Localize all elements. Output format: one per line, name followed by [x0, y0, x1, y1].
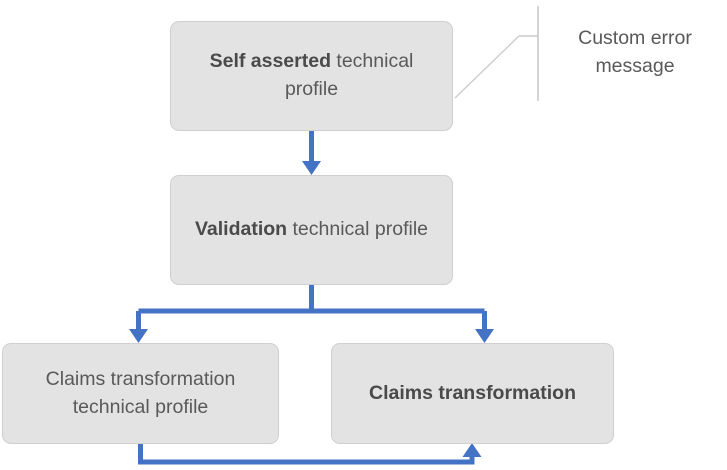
node-self-asserted-rest-text: technical profile — [284, 50, 414, 100]
node-self-asserted-technical-profile[interactable]: Self asserted technical profile — [170, 21, 453, 131]
node-self-asserted-label: Self asserted technical profile — [185, 48, 438, 103]
arrow-claims-loop — [138, 443, 482, 465]
node-validation-bold-text: Validation — [194, 218, 288, 241]
annotation-line-2: message — [595, 55, 675, 78]
node-claims-left-rest-text: Claims transformation technical profile — [45, 367, 236, 418]
node-validation-technical-profile[interactable]: Validation technical profile — [170, 175, 453, 285]
callout-leader-line — [454, 6, 539, 101]
arrow-self-asserted-to-validation — [302, 131, 321, 175]
node-validation-label: Validation technical profile — [195, 216, 428, 244]
annotation-custom-error-message: Custom error message — [552, 24, 718, 81]
node-validation-rest-text: technical profile — [287, 218, 429, 241]
node-claims-transformation[interactable]: Claims transformation — [331, 343, 614, 444]
node-claims-transformation-technical-profile[interactable]: Claims transformation technical profile — [2, 343, 279, 444]
node-self-asserted-bold-text: Self asserted — [209, 50, 331, 73]
arrow-validation-fork — [129, 285, 494, 343]
annotation-line-1: Custom error — [578, 27, 692, 49]
node-claims-right-label: Claims transformation — [369, 380, 576, 408]
node-claims-left-label: Claims transformation technical profile — [17, 366, 264, 421]
node-claims-right-bold-text: Claims transformation — [369, 381, 576, 404]
